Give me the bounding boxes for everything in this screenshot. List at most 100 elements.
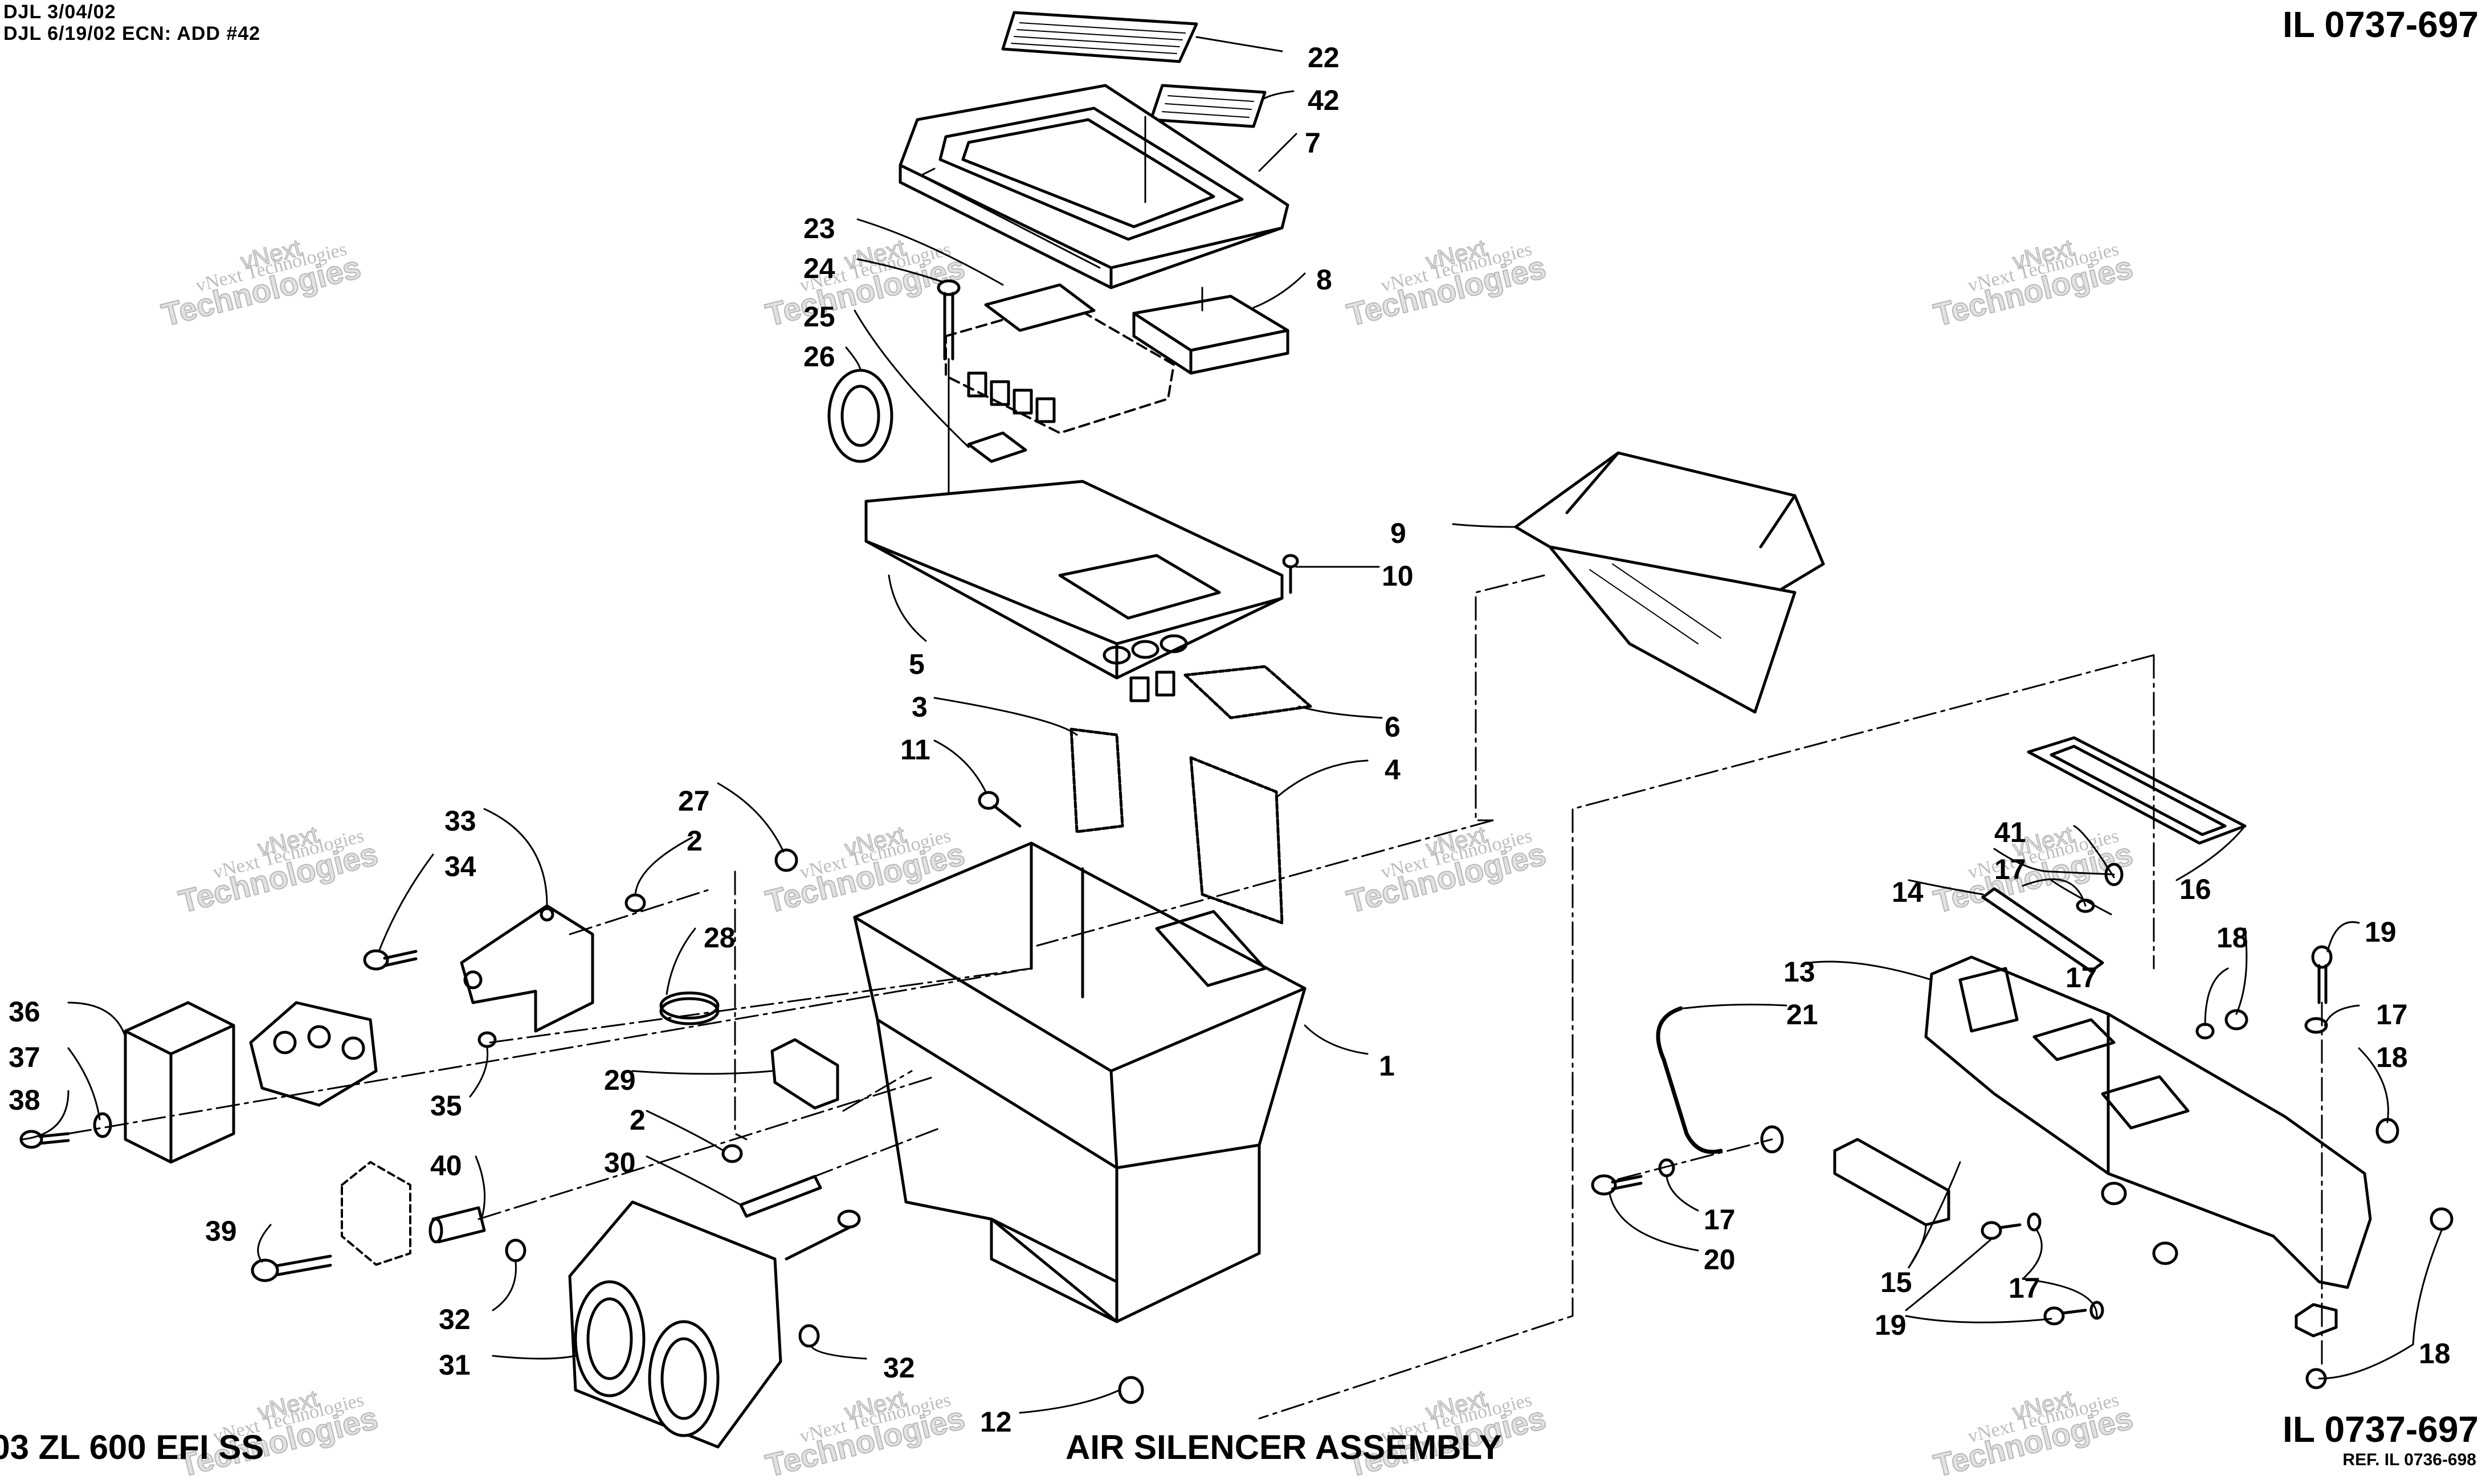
callout-36: 36 (9, 996, 40, 1028)
part-upper-housing-5 (864, 480, 1284, 702)
callout-41: 41 (1994, 816, 2026, 848)
callout-38: 38 (9, 1084, 40, 1116)
part-2-upper (624, 893, 646, 913)
part-nut-18-c (2430, 1207, 2454, 1231)
callout-18: 18 (2419, 1338, 2451, 1369)
part-decal-22 (1001, 11, 1198, 63)
callout-10: 10 (1382, 560, 1414, 592)
callout-8: 8 (1316, 264, 1332, 296)
part-ecu-label (984, 283, 1096, 332)
part-bolt-19-b (2043, 1306, 2087, 1326)
part-filter-8 (1132, 295, 1289, 375)
callout-31: 31 (439, 1349, 471, 1381)
part-knob (2295, 1303, 2338, 1338)
part-gasket-16 (2027, 736, 2247, 845)
callout-numbers: 1223456789101112131415161717171717181818… (9, 42, 2451, 1438)
callout-7: 7 (1305, 127, 1321, 159)
part-27 (774, 848, 798, 872)
callout-18: 18 (2376, 1041, 2408, 1073)
part-flap-15 (1833, 1138, 1950, 1227)
part-housing-13 (1924, 955, 2372, 1289)
callout-33: 33 (444, 805, 476, 837)
diagram-title: AIR SILENCER ASSEMBLY (1066, 1428, 1502, 1466)
callout-4: 4 (1385, 754, 1401, 786)
callout-20: 20 (1704, 1244, 1736, 1275)
callout-22: 22 (1308, 42, 1340, 73)
part-washer-17-right (2304, 1017, 2328, 1034)
part-grommet-12 (1118, 1376, 1144, 1404)
callout-39: 39 (205, 1215, 237, 1247)
callout-17: 17 (2376, 999, 2408, 1031)
callout-19: 19 (1875, 1309, 1907, 1341)
part-washer-37 (93, 1112, 112, 1138)
callout-18: 18 (2216, 922, 2248, 954)
part-fitting (785, 1209, 861, 1261)
callout-32: 32 (439, 1303, 471, 1335)
callout-40: 40 (430, 1150, 462, 1182)
callout-2: 2 (630, 1104, 646, 1136)
callout-1: 1 (1379, 1050, 1395, 1082)
callout-24: 24 (803, 252, 835, 284)
callout-28: 28 (704, 922, 736, 954)
callout-5: 5 (909, 648, 925, 680)
part-bolt-20 (1591, 1174, 1643, 1196)
reference-id: REF. IL 0736-698 (2342, 1450, 2476, 1469)
callout-35: 35 (430, 1090, 462, 1122)
part-clamp-28 (659, 991, 720, 1025)
callout-13: 13 (1783, 956, 1815, 988)
part-screw-24 (937, 279, 961, 361)
callout-6: 6 (1385, 711, 1401, 743)
part-screw-38 (19, 1130, 70, 1149)
part-pad-25 (967, 431, 1027, 463)
callout-17: 17 (1994, 853, 2026, 885)
part-grommet-26 (827, 369, 893, 463)
revision-note-2: DJL 6/19/02 ECN: ADD #42 (3, 23, 261, 44)
callout-17: 17 (2065, 962, 2097, 994)
callout-23: 23 (803, 212, 835, 244)
callout-17: 17 (1704, 1204, 1736, 1236)
callout-37: 37 (9, 1041, 40, 1073)
callout-34: 34 (444, 851, 476, 882)
illustration-id-footer: IL 0737-697 (2283, 1409, 2479, 1450)
part-bolt-19-a (1981, 1221, 2022, 1240)
part-bracket-33 (460, 904, 594, 1033)
part-screw-34 (363, 949, 418, 971)
part-main-housing-1 (853, 841, 1307, 1323)
part-2-lower (721, 1144, 743, 1163)
part-fastener-32b (798, 1324, 820, 1348)
part-foam-6 (1183, 665, 1312, 719)
callout-3: 3 (912, 691, 928, 723)
part-regulator (249, 1001, 378, 1107)
part-screw-11 (978, 791, 1022, 828)
callout-12: 12 (980, 1406, 1012, 1438)
part-rod-21 (1656, 1006, 1723, 1154)
part-foam-4 (1189, 756, 1284, 925)
callout-42: 42 (1308, 84, 1340, 116)
callout-17: 17 (2009, 1272, 2040, 1304)
part-cover-36 (124, 1001, 235, 1164)
part-dashed-bracket (341, 1161, 411, 1266)
illustration-id: IL 0737-697 (2283, 4, 2479, 45)
part-clip-29 (770, 1038, 839, 1110)
model-name: '03 ZL 600 EFI SS (0, 1428, 264, 1466)
part-fastener-32 (505, 1238, 526, 1262)
part-nut-18-a (2224, 1009, 2248, 1031)
part-intake-9 (1514, 451, 1825, 714)
callout-19: 19 (2365, 916, 2397, 948)
callout-14: 14 (1892, 876, 1924, 908)
part-washer-17-b (2195, 1023, 2215, 1040)
revision-note-1: DJL 3/04/02 (3, 1, 116, 23)
callout-9: 9 (1390, 517, 1406, 549)
callout-21: 21 (1786, 999, 1818, 1031)
callout-32: 32 (883, 1352, 915, 1384)
part-intake-duct-31 (568, 1200, 782, 1449)
part-strip-14 (1981, 887, 2104, 973)
callout-26: 26 (803, 341, 835, 373)
callout-30: 30 (604, 1147, 636, 1179)
part-ecu-connectors (967, 371, 1056, 423)
part-bolt-39 (251, 1254, 332, 1282)
part-spacer-40 (428, 1206, 486, 1244)
callout-16: 16 (2179, 873, 2211, 905)
